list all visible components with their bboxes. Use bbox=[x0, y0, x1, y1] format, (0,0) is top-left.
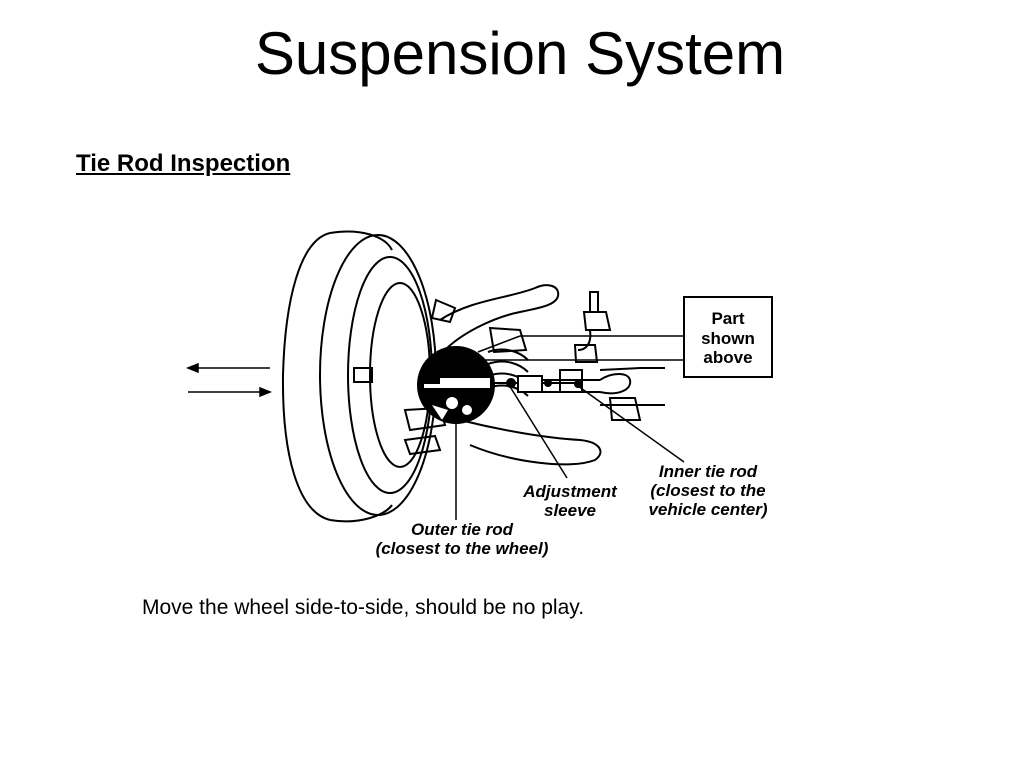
outer-tie-rod-label-1: Outer tie rod bbox=[411, 520, 514, 539]
adjustment-sleeve-label-2: sleeve bbox=[544, 501, 596, 520]
adjustment-sleeve-label-1: Adjustment bbox=[522, 482, 618, 501]
side-to-side-arrows bbox=[185, 362, 273, 398]
diagram-labels: Adjustment sleeve Inner tie rod (closest… bbox=[376, 462, 768, 558]
section-heading: Tie Rod Inspection bbox=[76, 150, 291, 177]
slide-title: Suspension System bbox=[254, 20, 786, 87]
tie-rod-shaft bbox=[494, 375, 582, 393]
callout-line-2: shown bbox=[701, 329, 755, 348]
leader-lines bbox=[455, 335, 685, 520]
inner-tie-rod-label-3: vehicle center) bbox=[648, 500, 767, 519]
callout-line-1: Part bbox=[711, 309, 744, 328]
outer-tie-rod-label-2: (closest to the wheel) bbox=[376, 539, 549, 558]
inner-tie-rod-label-1: Inner tie rod bbox=[659, 462, 758, 481]
outer-tie-rod-detail bbox=[417, 346, 495, 424]
callout-line-3: above bbox=[703, 348, 752, 367]
part-shown-above-callout: Part shown above bbox=[683, 296, 773, 378]
inspection-instruction: Move the wheel side-to-side, should be n… bbox=[142, 596, 585, 619]
inner-tie-rod-label-2: (closest to the bbox=[650, 481, 765, 500]
wheel-tire bbox=[281, 230, 437, 523]
